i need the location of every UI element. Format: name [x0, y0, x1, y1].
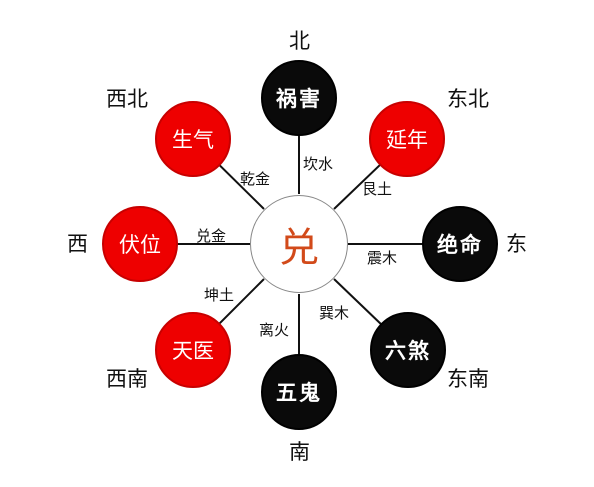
- star-northwest-label: 生气: [172, 128, 214, 152]
- trigram-east: 震木: [367, 249, 398, 267]
- trigram-southeast: 巽木: [319, 304, 350, 322]
- star-east: 绝命: [422, 206, 498, 282]
- star-southwest: 天医: [155, 312, 231, 388]
- direction-west: 西: [67, 232, 88, 256]
- direction-north: 北: [289, 29, 310, 53]
- star-north: 祸害: [261, 60, 337, 136]
- star-west-label: 伏位: [119, 233, 161, 257]
- star-southeast: 六煞: [370, 312, 446, 388]
- star-south-label: 五鬼: [276, 381, 322, 405]
- direction-northeast: 东北: [447, 87, 489, 111]
- direction-south: 南: [289, 440, 310, 464]
- star-south: 五鬼: [261, 354, 337, 430]
- trigram-west: 兑金: [196, 227, 227, 245]
- direction-southwest: 西南: [106, 367, 148, 391]
- star-northwest: 生气: [155, 101, 231, 177]
- direction-east: 东: [506, 232, 527, 256]
- star-east-label: 绝命: [437, 233, 483, 257]
- star-northeast: 延年: [369, 101, 445, 177]
- star-southwest-label: 天医: [172, 339, 214, 363]
- trigram-northwest: 乾金: [240, 170, 271, 188]
- center-label: 兑: [279, 225, 319, 271]
- star-southeast-label: 六煞: [385, 339, 431, 363]
- center-circle: 兑: [250, 195, 348, 293]
- direction-northwest: 西北: [106, 87, 148, 111]
- star-west: 伏位: [102, 206, 178, 282]
- star-north-label: 祸害: [276, 87, 322, 111]
- trigram-south: 离火: [259, 321, 290, 339]
- trigram-northeast: 艮土: [362, 180, 393, 198]
- star-northeast-label: 延年: [386, 128, 428, 152]
- direction-southeast: 东南: [447, 367, 489, 391]
- trigram-southwest: 坤土: [204, 286, 235, 304]
- trigram-north: 坎水: [303, 155, 334, 173]
